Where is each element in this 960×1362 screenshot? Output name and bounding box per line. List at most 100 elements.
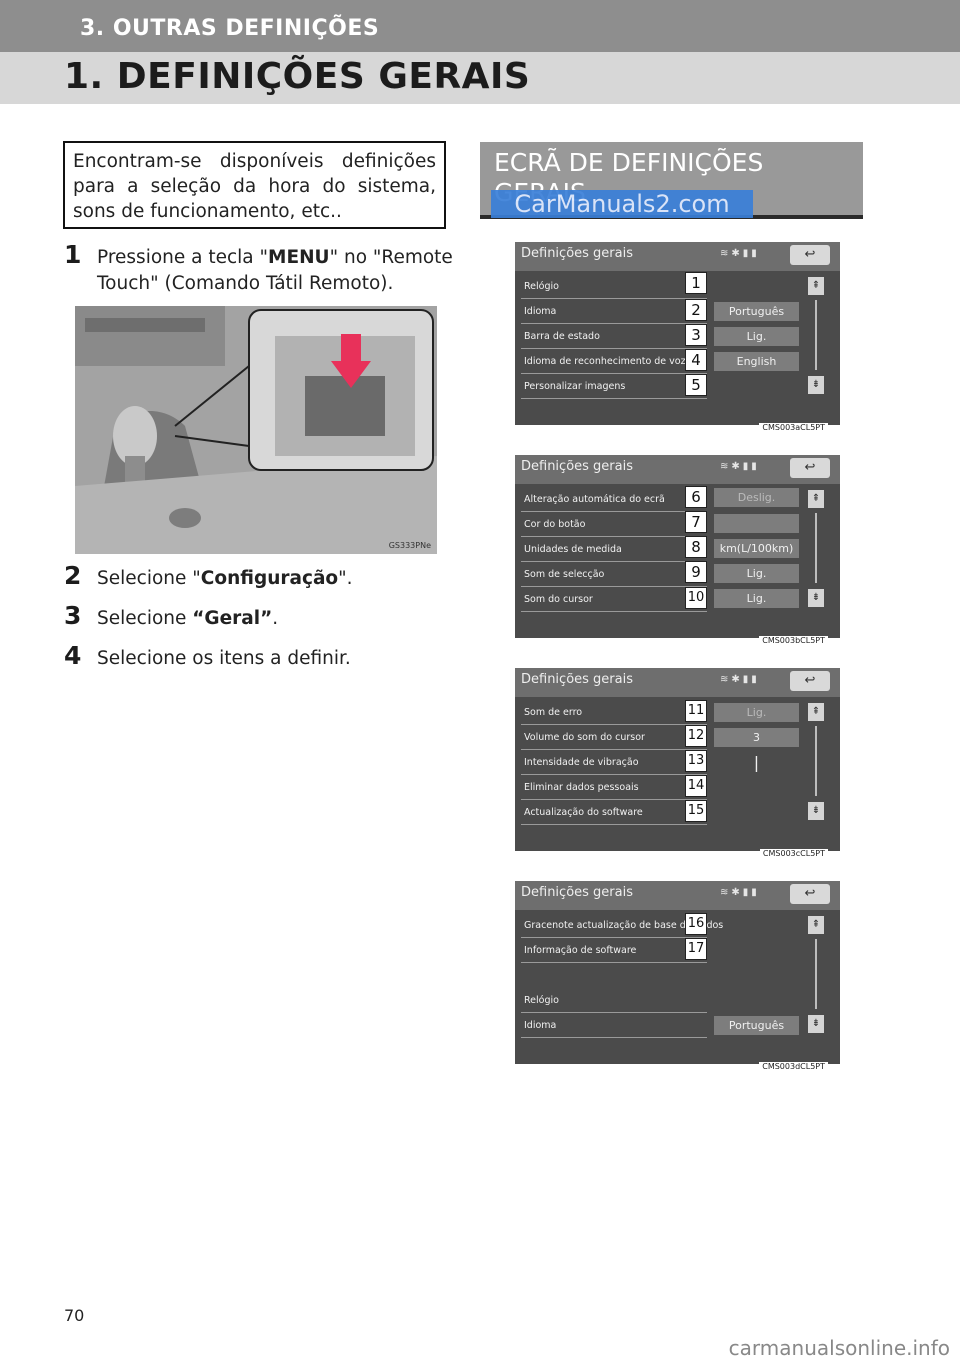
setting-value[interactable]: Lig.: [714, 703, 799, 722]
setting-row[interactable]: Som do cursor: [521, 589, 707, 612]
callout-badge: 4: [685, 349, 707, 371]
step-text: Selecione "Configuração".: [97, 568, 353, 589]
status-icons: ≋✱▮▮: [720, 674, 760, 685]
setting-row[interactable]: Relógio: [521, 990, 707, 1013]
step-text: Pressione a tecla "MENU" no "Remote Touc…: [97, 247, 453, 294]
screen-title: Definições gerais: [521, 885, 633, 900]
callout-badge: 7: [685, 511, 707, 533]
callout-badge: 14: [685, 775, 707, 797]
screen-caption: CMS003dCL5PT: [759, 1062, 828, 1071]
scroll-track[interactable]: [815, 726, 817, 796]
callout-badge: 3: [685, 324, 707, 346]
setting-row[interactable]: Gracenote actualização de base de dados: [521, 915, 723, 938]
scroll-up-button[interactable]: ⇞: [808, 277, 824, 295]
section-header: 3. OUTRAS DEFINIÇÕES: [0, 0, 960, 52]
scroll-down-button[interactable]: ⇟: [808, 802, 824, 820]
setting-row: [521, 965, 707, 987]
settings-screen-3: Definições gerais ≋✱▮▮ ↩ Som de erro Vol…: [515, 668, 840, 858]
scroll-up-button[interactable]: ⇞: [808, 916, 824, 934]
setting-row[interactable]: Som de selecção: [521, 564, 707, 587]
screen-caption: CMS003cCL5PT: [759, 849, 828, 858]
console-illustration: [75, 306, 437, 554]
scroll-up-button[interactable]: ⇞: [808, 703, 824, 721]
back-button[interactable]: ↩: [790, 884, 830, 904]
setting-value[interactable]: Lig.: [714, 589, 799, 608]
watermark: CarManuals2.com: [491, 190, 753, 218]
setting-value[interactable]: Português: [714, 302, 799, 321]
setting-row[interactable]: Som de erro: [521, 702, 707, 725]
setting-row[interactable]: Relógio: [521, 276, 707, 299]
setting-row[interactable]: Personalizar imagens: [521, 376, 707, 399]
button-color-swatch[interactable]: [714, 514, 799, 533]
setting-value[interactable]: Deslig.: [714, 488, 799, 507]
status-icons: ≋✱▮▮: [720, 248, 760, 259]
step-number: 3: [64, 601, 82, 630]
back-button[interactable]: ↩: [790, 245, 830, 265]
screen-title: Definições gerais: [521, 246, 633, 261]
scroll-down-button[interactable]: ⇟: [808, 589, 824, 607]
callout-badge: 12: [685, 725, 707, 747]
screen-title: Definições gerais: [521, 459, 633, 474]
screen-title: Definições gerais: [521, 672, 633, 687]
step-text: Selecione os itens a definir.: [97, 648, 351, 669]
page-number: 70: [64, 1306, 85, 1325]
callout-badge: 17: [685, 938, 707, 960]
step-number: 1: [64, 240, 82, 269]
screen-header: Definições gerais ≋✱▮▮ ↩: [515, 668, 840, 697]
settings-screen-4: Definições gerais ≋✱▮▮ ↩ Gracenote actua…: [515, 881, 840, 1071]
intro-box: Encontram-se disponíveis definições para…: [63, 141, 446, 229]
setting-value[interactable]: English: [714, 352, 799, 371]
callout-badge: 5: [685, 374, 707, 396]
vibration-slider[interactable]: |: [753, 753, 760, 772]
setting-row[interactable]: Volume do som do cursor: [521, 727, 707, 750]
setting-value[interactable]: Português: [714, 1016, 799, 1035]
setting-row[interactable]: Eliminar dados pessoais: [521, 777, 707, 800]
settings-screen-2: Definições gerais ≋✱▮▮ ↩ Alteração autom…: [515, 455, 840, 645]
photo-caption: GS333PNe: [388, 541, 431, 550]
back-button[interactable]: ↩: [790, 671, 830, 691]
callout-badge: 13: [685, 750, 707, 772]
scroll-track[interactable]: [815, 513, 817, 583]
screen-caption: CMS003aCL5PT: [759, 423, 828, 432]
setting-row[interactable]: Alteração automática do ecrã: [521, 489, 707, 512]
setting-row[interactable]: Barra de estado: [521, 326, 707, 349]
back-button[interactable]: ↩: [790, 458, 830, 478]
scroll-down-button[interactable]: ⇟: [808, 1015, 824, 1033]
callout-badge: 9: [685, 561, 707, 583]
step-number: 2: [64, 561, 82, 590]
scroll-track[interactable]: [815, 300, 817, 370]
callout-badge: 6: [685, 486, 707, 508]
setting-row[interactable]: Informação de software: [521, 940, 707, 963]
callout-badge: 16: [685, 913, 707, 935]
callout-badge: 11: [685, 700, 707, 722]
setting-value[interactable]: Lig.: [714, 327, 799, 346]
scroll-track[interactable]: [815, 939, 817, 1009]
step-number: 4: [64, 641, 82, 670]
screen-header: Definições gerais ≋✱▮▮ ↩: [515, 881, 840, 910]
setting-row[interactable]: Actualização do software: [521, 802, 707, 825]
setting-value[interactable]: 3: [714, 728, 799, 747]
setting-row[interactable]: Idioma de reconhecimento de voz: [521, 351, 707, 374]
callout-badge: 10: [685, 587, 707, 609]
callout-badge: 1: [685, 272, 707, 294]
footer-watermark: carmanualsonline.info: [728, 1336, 950, 1360]
callout-badge: 2: [685, 299, 707, 321]
page-title-band: 1. DEFINIÇÕES GERAIS: [0, 52, 960, 104]
settings-screen-1: Definições gerais ≋✱▮▮ ↩ Relógio Idioma …: [515, 242, 840, 432]
setting-row[interactable]: Intensidade de vibração: [521, 752, 707, 775]
status-icons: ≋✱▮▮: [720, 887, 760, 898]
setting-row[interactable]: Idioma: [521, 301, 707, 324]
scroll-up-button[interactable]: ⇞: [808, 490, 824, 508]
setting-row[interactable]: Cor do botão: [521, 514, 707, 537]
status-icons: ≋✱▮▮: [720, 461, 760, 472]
remote-touch-photo: GS333PNe: [75, 306, 437, 554]
scroll-down-button[interactable]: ⇟: [808, 376, 824, 394]
setting-value[interactable]: Lig.: [714, 564, 799, 583]
setting-row[interactable]: Unidades de medida: [521, 539, 707, 562]
step-text: Selecione “Geral”.: [97, 608, 279, 629]
setting-row[interactable]: Idioma: [521, 1015, 707, 1038]
section-title: 3. OUTRAS DEFINIÇÕES: [80, 16, 380, 41]
page-title: 1. DEFINIÇÕES GERAIS: [64, 56, 531, 97]
screen-caption: CMS003bCL5PT: [759, 636, 828, 645]
setting-value[interactable]: km(L/100km): [714, 539, 799, 558]
